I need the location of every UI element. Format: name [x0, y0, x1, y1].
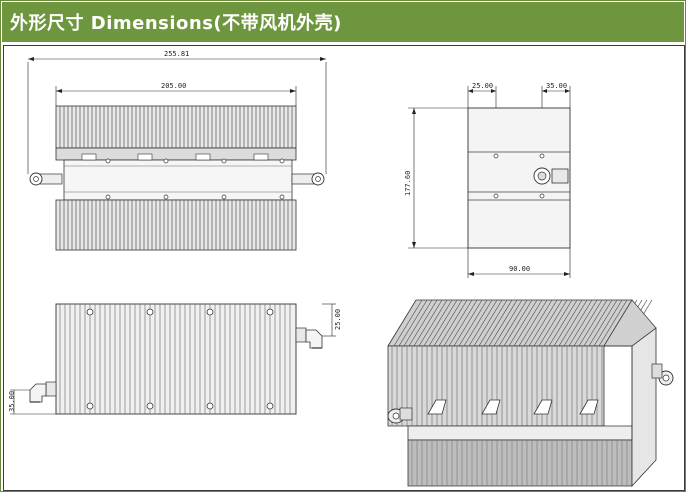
- fin-line: [518, 299, 548, 347]
- fin-line: [493, 299, 523, 347]
- fin-line: [428, 299, 458, 347]
- technical-drawing: 255.81 205.00: [8, 50, 674, 488]
- fin-line: [418, 299, 448, 347]
- dim-side-offset-left: 25.00: [472, 82, 493, 90]
- fin-line: [408, 299, 438, 347]
- fin-line: [563, 299, 593, 347]
- fin-line: [568, 299, 598, 347]
- fin-line: [468, 299, 498, 347]
- isometric-view: [387, 299, 674, 488]
- fin-line: [543, 299, 573, 347]
- fin-line: [483, 299, 513, 347]
- fin-line: [548, 299, 578, 347]
- dim-height: 177.60: [404, 171, 412, 196]
- fin-line: [498, 299, 528, 347]
- drawing-panel: 255.81 205.00: [3, 45, 685, 491]
- fin-line: [393, 299, 423, 347]
- dim-overall-length: 255.81: [164, 50, 189, 58]
- fin-line: [478, 299, 508, 347]
- top-view: 25.00 35.00: [8, 303, 342, 415]
- fin-line: [423, 299, 453, 347]
- fin-line: [488, 299, 518, 347]
- header-bar: 外形尺寸 Dimensions(不带风机外壳): [2, 2, 684, 42]
- fin-line: [598, 299, 628, 347]
- fin-line: [593, 299, 623, 347]
- fin-line: [438, 299, 468, 347]
- side-view: 25.00 35.00: [404, 82, 571, 278]
- front-view: 255.81 205.00: [27, 50, 327, 251]
- fin-line: [433, 299, 463, 347]
- fin-line: [538, 299, 568, 347]
- fin-line: [398, 299, 428, 347]
- fin-line: [403, 299, 433, 347]
- fin-line: [533, 299, 563, 347]
- fin-line: [443, 299, 473, 347]
- dim-bottom-right-offset: 25.00: [334, 309, 342, 330]
- fin-line: [473, 299, 503, 347]
- fin-line: [558, 299, 588, 347]
- fin-line: [513, 299, 543, 347]
- dim-side-offset-right: 35.00: [546, 82, 567, 90]
- fin-line: [448, 299, 478, 347]
- fin-line: [578, 299, 608, 347]
- fin-line: [463, 299, 493, 347]
- fin-line: [528, 299, 558, 347]
- fin-line: [458, 299, 488, 347]
- page-title: 外形尺寸 Dimensions(不带风机外壳): [10, 13, 342, 34]
- fin-line: [503, 299, 533, 347]
- fin-line: [573, 299, 603, 347]
- fin-line: [413, 299, 443, 347]
- dim-width: 90.00: [509, 265, 530, 273]
- fin-line: [523, 299, 553, 347]
- dim-fin-length: 205.00: [161, 82, 186, 90]
- dim-bottom-left-offset: 35.00: [8, 391, 16, 412]
- fin-line: [453, 299, 483, 347]
- fin-line: [583, 299, 613, 347]
- fin-line: [508, 299, 538, 347]
- fin-line: [588, 299, 618, 347]
- fin-line: [553, 299, 583, 347]
